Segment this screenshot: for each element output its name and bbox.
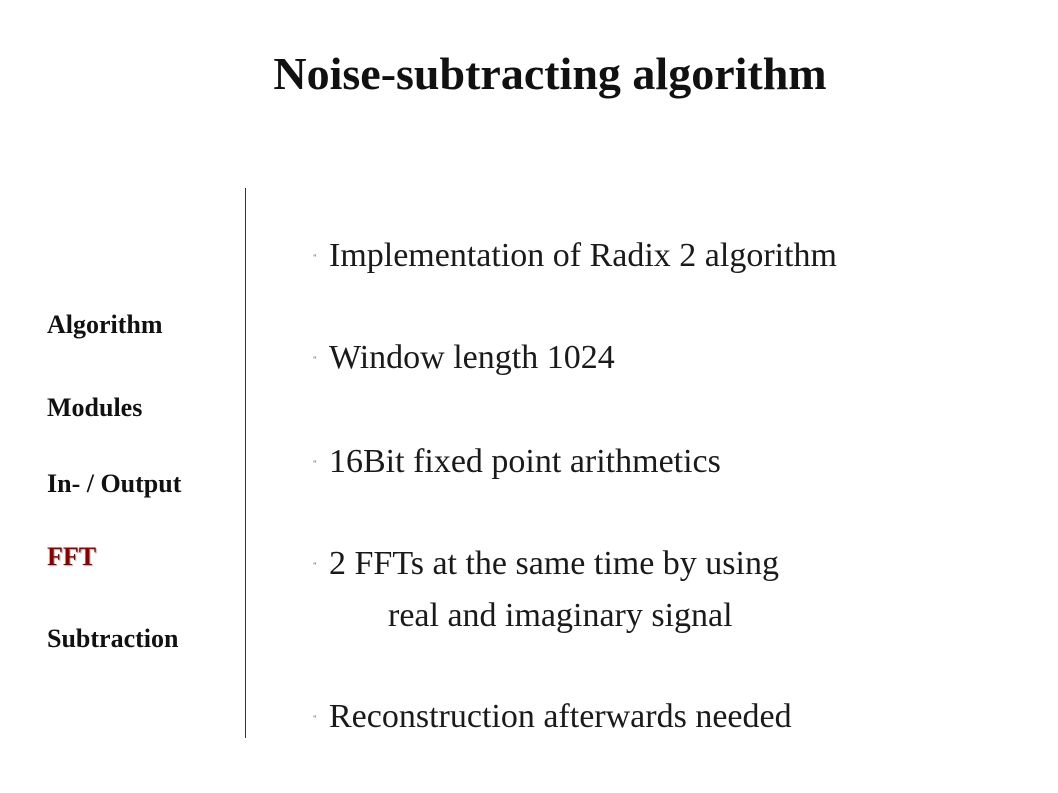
bullet-marker-icon: " bbox=[313, 354, 317, 365]
nav-item-subtraction[interactable]: Subtraction bbox=[47, 624, 179, 653]
bullet-text: Implementation of Radix 2 algorithm bbox=[329, 237, 838, 274]
bullet-item: " 16Bit fixed point arithmetics bbox=[313, 442, 721, 482]
bullet-item: " Reconstruction afterwards needed bbox=[313, 697, 792, 737]
bullet-marker-icon: " bbox=[313, 713, 317, 724]
bullet-item: " 2 FFTs at the same time by using bbox=[313, 544, 779, 584]
bullet-item: " Window length 1024 bbox=[313, 338, 615, 378]
slide-title: Noise-subtracting algorithm bbox=[273, 48, 827, 99]
nav-item-modules[interactable]: Modules bbox=[47, 393, 143, 422]
bullet-text: 2 FFTs at the same time by using bbox=[329, 545, 779, 582]
bullet-text: Reconstruction afterwards needed bbox=[329, 698, 792, 735]
nav-item-in-output[interactable]: In- / Output bbox=[47, 469, 182, 498]
bullet-item: " Implementation of Radix 2 algorithm bbox=[313, 236, 837, 276]
bullet-marker-icon: " bbox=[313, 560, 317, 571]
bullet-text: 16Bit fixed point arithmetics bbox=[329, 443, 721, 480]
bullet-marker-icon: " bbox=[313, 458, 317, 469]
nav-item-algorithm[interactable]: Algorithm bbox=[47, 310, 163, 339]
vertical-divider bbox=[245, 188, 246, 738]
nav-item-fft-active[interactable]: FFT bbox=[47, 542, 97, 571]
bullet-marker-icon: " bbox=[313, 252, 317, 263]
bullet-text: Window length 1024 bbox=[329, 339, 615, 376]
bullet-continuation-text: real and imaginary signal bbox=[388, 597, 733, 634]
